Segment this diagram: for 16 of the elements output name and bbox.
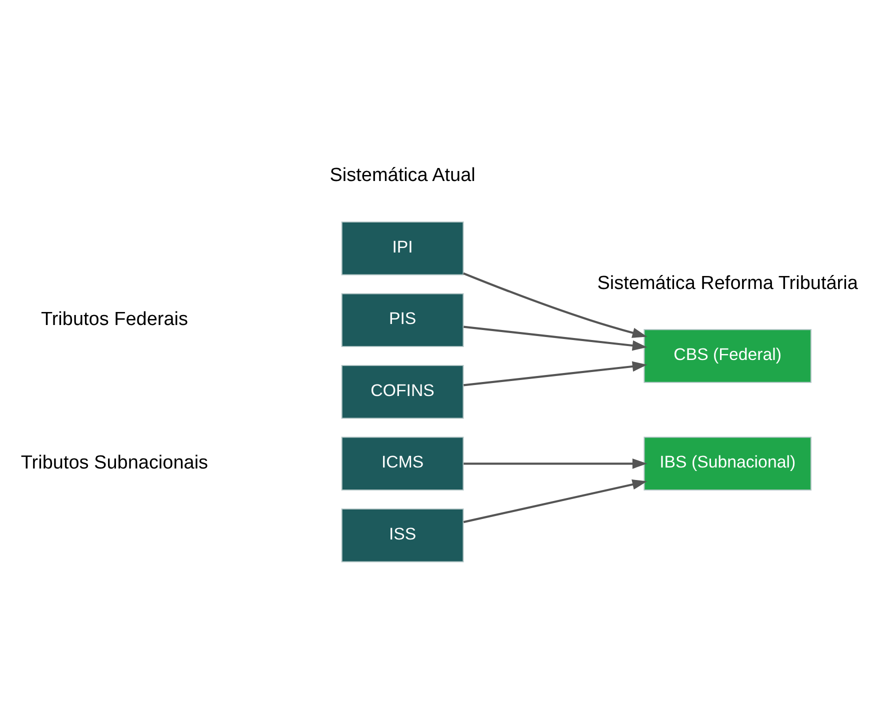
arrow xyxy=(462,478,647,523)
label: Sistemática Reforma Tributária xyxy=(596,272,858,294)
label: Tributos Subnacionais xyxy=(20,452,208,473)
arrow xyxy=(462,325,647,350)
arrow xyxy=(462,272,647,338)
node-box: IPI xyxy=(340,220,464,275)
node-box: CBS (Federal) xyxy=(643,328,811,382)
arrow xyxy=(463,458,647,468)
node-box: ISS xyxy=(340,508,464,562)
label: Tributos Federais xyxy=(40,308,188,330)
node-box: COFINS xyxy=(340,364,464,418)
node-box: PIS xyxy=(340,292,464,347)
arrow xyxy=(462,360,647,386)
node-box: IBS (Subnacional) xyxy=(643,436,811,490)
node-box: ICMS xyxy=(340,436,464,490)
label: Sistemática Atual xyxy=(329,164,475,186)
